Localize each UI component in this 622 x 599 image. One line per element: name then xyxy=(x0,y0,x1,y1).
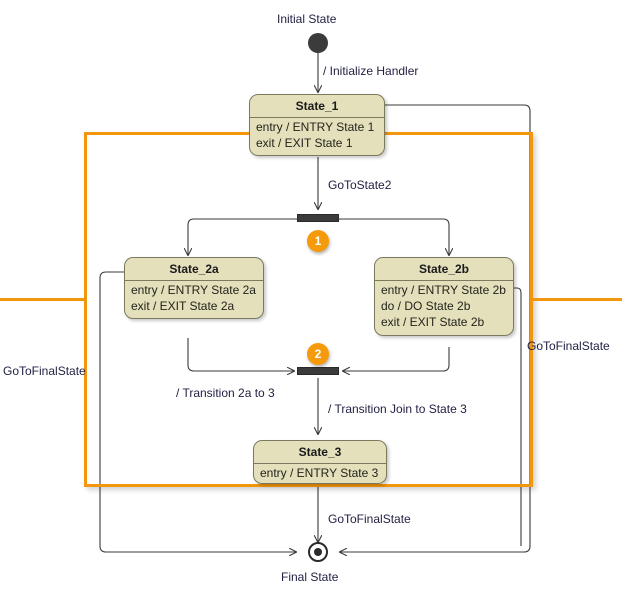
transition-label-gotofinalstate-bottom: GoToFinalState xyxy=(328,512,411,526)
selection-highlight-line-right xyxy=(530,298,622,301)
edge-fork-to-state2a xyxy=(188,218,303,255)
transition-label-initialize-handler: / Initialize Handler xyxy=(323,64,419,78)
state-row: exit / EXIT State 2b xyxy=(381,315,485,329)
state-row: entry / ENTRY State 2b xyxy=(381,283,506,297)
state-row: exit / EXIT State 1 xyxy=(256,136,353,150)
state-body: entry / ENTRY State 3 xyxy=(254,464,386,483)
state-row: exit / EXIT State 2a xyxy=(131,299,235,313)
final-state-label: Final State xyxy=(281,570,339,584)
transition-label-gotostate2: GoToState2 xyxy=(328,178,392,192)
edge-state2b-to-final-right-partial xyxy=(514,287,522,546)
state-box-state-1[interactable]: State_1 entry / ENTRY State 1 exit / EXI… xyxy=(249,94,385,156)
transition-label-gotofinalstate-right: GoToFinalState xyxy=(527,339,610,353)
fork-bar[interactable] xyxy=(297,214,339,222)
transition-label-gotofinalstate-left: GoToFinalState xyxy=(3,364,86,378)
edge-fork-to-state2b xyxy=(334,218,449,255)
transition-label-join-to-state3: / Transition Join to State 3 xyxy=(328,402,467,416)
edge-state2a-to-join xyxy=(187,338,294,371)
state-title: State_1 xyxy=(250,95,384,118)
join-badge-2[interactable]: 2 xyxy=(307,343,329,365)
edge-state2b-to-join xyxy=(343,347,450,371)
join-bar[interactable] xyxy=(297,367,339,375)
selection-highlight-line-left xyxy=(0,298,86,301)
edge-state2a-to-final-left xyxy=(99,271,296,552)
state-box-state-3[interactable]: State_3 entry / ENTRY State 3 xyxy=(253,440,387,484)
state-body: entry / ENTRY State 1 exit / EXIT State … xyxy=(250,118,384,153)
state-row: do / DO State 2b xyxy=(381,299,471,313)
state-title: State_3 xyxy=(254,441,386,464)
transition-label-2a-to-3: / Transition 2a to 3 xyxy=(176,386,275,400)
initial-state-node[interactable] xyxy=(308,33,328,53)
final-state-node[interactable] xyxy=(308,542,328,562)
state-body: entry / ENTRY State 2b do / DO State 2b … xyxy=(375,281,513,332)
state-title: State_2b xyxy=(375,258,513,281)
state-row: entry / ENTRY State 3 xyxy=(260,466,379,480)
state-row: entry / ENTRY State 1 xyxy=(256,120,375,134)
state-title: State_2a xyxy=(125,258,263,281)
state-box-state-2a[interactable]: State_2a entry / ENTRY State 2a exit / E… xyxy=(124,257,264,319)
state-row: entry / ENTRY State 2a xyxy=(131,283,256,297)
fork-badge-1[interactable]: 1 xyxy=(307,230,329,252)
state-body: entry / ENTRY State 2a exit / EXIT State… xyxy=(125,281,263,316)
state-box-state-2b[interactable]: State_2b entry / ENTRY State 2b do / DO … xyxy=(374,257,514,336)
initial-state-label: Initial State xyxy=(277,12,337,26)
